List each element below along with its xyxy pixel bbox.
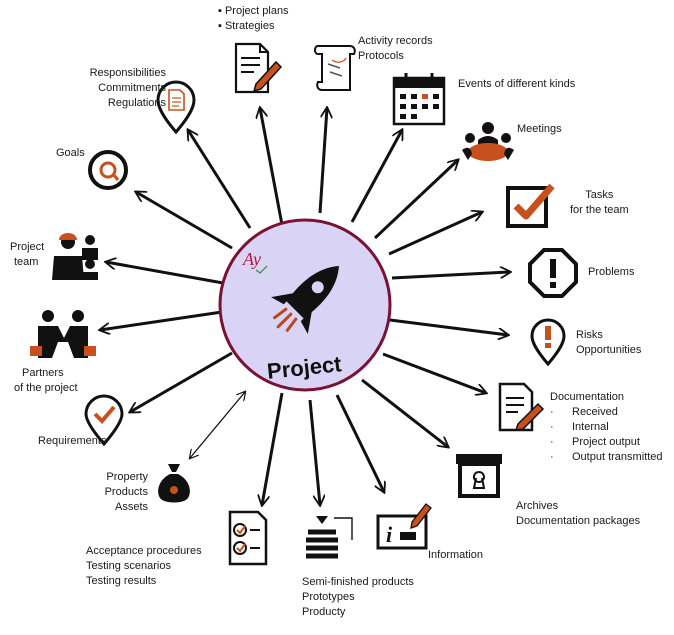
label-documentation: Documentation ·Received ·Internal ·Proje… bbox=[550, 391, 663, 463]
arrow-requirements bbox=[130, 351, 233, 412]
arrow-events bbox=[350, 130, 402, 223]
label-events: Events of different kinds bbox=[458, 78, 576, 90]
label-tasks: Tasks for the team bbox=[570, 189, 629, 216]
product-stack-icon bbox=[306, 516, 353, 562]
arrow-semi-finished bbox=[308, 399, 320, 505]
label-activity-records: Activity records Protocols bbox=[358, 35, 433, 62]
ay-check-mark bbox=[255, 265, 268, 274]
label-information: Information bbox=[428, 549, 484, 561]
label-property: Property Products Assets bbox=[104, 471, 148, 513]
label-problems: Problems bbox=[588, 266, 635, 278]
label-risks: Risks Opportunities bbox=[576, 329, 642, 356]
label-project-plans: ▪ Project plans ▪ Strategies bbox=[218, 5, 289, 32]
pin-check-icon bbox=[84, 394, 124, 447]
pin-document-icon bbox=[156, 80, 196, 135]
information-icon: i bbox=[376, 503, 432, 550]
archive-box-icon bbox=[456, 454, 502, 498]
label-semi-finished: Semi-finished products Prototypes Produc… bbox=[302, 576, 414, 618]
arrow-meetings bbox=[373, 160, 458, 240]
pin-exclamation-icon bbox=[530, 318, 566, 367]
arrow-partners bbox=[100, 310, 223, 330]
svg-text:i: i bbox=[386, 522, 393, 547]
arrow-project-plans bbox=[260, 108, 285, 231]
partners-icon bbox=[30, 310, 96, 358]
label-partners: Partners of the project bbox=[14, 367, 78, 394]
arrow-property bbox=[190, 392, 245, 458]
documentation-icon bbox=[498, 382, 545, 432]
arrow-documentation bbox=[382, 352, 486, 393]
scroll-icon bbox=[314, 45, 356, 91]
money-bag-icon bbox=[158, 464, 190, 503]
team-icon bbox=[52, 233, 98, 280]
center-node: Ay Project bbox=[218, 218, 392, 392]
calendar-icon bbox=[392, 73, 446, 126]
arrow-risks bbox=[389, 318, 508, 335]
warning-octagon-icon bbox=[528, 248, 578, 298]
label-requirements: Requirements bbox=[38, 435, 107, 447]
arrow-acceptance bbox=[262, 392, 284, 505]
arrow-project-team bbox=[106, 262, 224, 285]
label-project-team: Project team bbox=[10, 241, 45, 268]
checkbox-icon bbox=[506, 183, 555, 228]
label-responsibilities: Responsibilities Commitments Regulations bbox=[89, 67, 166, 109]
arrow-information bbox=[335, 394, 384, 492]
checklist-icon bbox=[228, 510, 268, 566]
rocket-icon bbox=[271, 266, 339, 334]
label-acceptance: Acceptance procedures Testing scenarios … bbox=[86, 545, 202, 587]
target-icon bbox=[88, 150, 128, 190]
arrow-activity-records bbox=[318, 108, 327, 214]
edit-document-icon bbox=[234, 42, 283, 94]
label-goals: Goals bbox=[56, 147, 85, 159]
label-meetings: Meetings bbox=[517, 123, 562, 135]
meeting-icon bbox=[462, 122, 514, 161]
label-archives: Archives Documentation packages bbox=[516, 500, 641, 527]
arrow-problems bbox=[391, 272, 510, 280]
arrow-archives bbox=[361, 378, 448, 447]
arrow-goals bbox=[136, 192, 233, 250]
arrows-group bbox=[100, 108, 510, 505]
arrow-responsibilities bbox=[188, 130, 252, 229]
center-ay-mark: Ay bbox=[242, 249, 261, 269]
arrow-tasks bbox=[388, 212, 482, 256]
